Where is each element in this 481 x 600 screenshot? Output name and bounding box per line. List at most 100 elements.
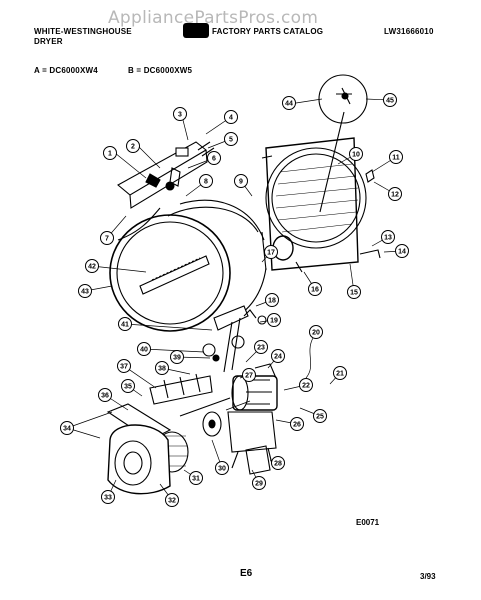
callout-23: 23 — [254, 340, 268, 354]
svg-text:27: 27 — [245, 373, 253, 380]
svg-text:35: 35 — [124, 384, 132, 391]
svg-text:25: 25 — [316, 414, 324, 421]
svg-text:24: 24 — [274, 354, 282, 361]
svg-text:10: 10 — [352, 152, 360, 159]
svg-text:15: 15 — [350, 290, 358, 297]
svg-text:17: 17 — [267, 250, 275, 257]
callout-31: 31 — [189, 471, 203, 485]
motor — [227, 363, 278, 469]
callout-22: 22 — [299, 378, 313, 392]
svg-text:4: 4 — [229, 115, 233, 122]
svg-text:45: 45 — [386, 98, 394, 105]
svg-text:23: 23 — [257, 345, 265, 352]
callout-40: 40 — [137, 342, 151, 356]
callout-45: 45 — [383, 93, 397, 107]
svg-text:3: 3 — [178, 112, 182, 119]
svg-text:2: 2 — [131, 144, 135, 151]
callout-1: 1 — [103, 146, 117, 160]
model-b: B = DC6000XW5 — [128, 66, 193, 75]
svg-text:20: 20 — [312, 330, 320, 337]
callout-16: 16 — [308, 282, 322, 296]
callout-36: 36 — [98, 388, 112, 402]
svg-text:43: 43 — [81, 289, 89, 296]
brand-line: WHITE-WESTINGHOUSE — [34, 27, 132, 36]
svg-text:37: 37 — [120, 364, 128, 371]
drawing-code: E0071 — [356, 518, 380, 527]
catalog-title: FACTORY PARTS CATALOG — [212, 27, 324, 36]
svg-text:18: 18 — [268, 298, 276, 305]
callout-13: 13 — [381, 230, 395, 244]
svg-text:9: 9 — [239, 179, 243, 186]
callout-7: 7 — [100, 231, 114, 245]
callout-17: 17 — [264, 245, 278, 259]
svg-text:32: 32 — [168, 498, 176, 505]
svg-text:12: 12 — [391, 192, 399, 199]
callout-11: 11 — [389, 150, 403, 164]
svg-text:11: 11 — [392, 155, 400, 162]
callout-38: 38 — [155, 361, 169, 375]
page-number: E6 — [240, 568, 253, 579]
revision-date: 3/93 — [420, 572, 436, 581]
callout-10: 10 — [349, 147, 363, 161]
callout-14: 14 — [395, 244, 409, 258]
svg-text:5: 5 — [229, 137, 233, 144]
svg-text:30: 30 — [218, 466, 226, 473]
callout-2: 2 — [126, 139, 140, 153]
blower-housing — [106, 373, 213, 495]
svg-text:22: 22 — [302, 383, 310, 390]
callout-6: 6 — [207, 151, 221, 165]
callout-28: 28 — [271, 456, 285, 470]
callout-8: 8 — [199, 174, 213, 188]
svg-text:7: 7 — [105, 236, 109, 243]
svg-text:21: 21 — [336, 371, 344, 378]
callout-24: 24 — [271, 349, 285, 363]
svg-text:19: 19 — [270, 318, 278, 325]
svg-text:26: 26 — [293, 422, 301, 429]
section-title: DRYER — [34, 37, 63, 46]
drum — [109, 199, 267, 332]
model-a: A = DC6000XW4 — [34, 66, 98, 75]
callout-35: 35 — [121, 379, 135, 393]
svg-text:6: 6 — [212, 156, 216, 163]
callout-26: 26 — [290, 417, 304, 431]
svg-text:34: 34 — [63, 426, 71, 433]
callout-20: 20 — [309, 325, 323, 339]
watermark: AppliancePartsPros.com — [108, 8, 319, 28]
svg-text:16: 16 — [311, 287, 319, 294]
callout-29: 29 — [252, 476, 266, 490]
callout-44: 44 — [282, 96, 296, 110]
svg-text:38: 38 — [158, 366, 166, 373]
callout-30: 30 — [215, 461, 229, 475]
svg-text:42: 42 — [88, 264, 96, 271]
svg-text:41: 41 — [121, 322, 129, 329]
svg-text:31: 31 — [192, 476, 200, 483]
callout-18: 18 — [265, 293, 279, 307]
callout-41: 41 — [118, 317, 132, 331]
callout-39: 39 — [170, 350, 184, 364]
callout-3: 3 — [173, 107, 187, 121]
callout-25: 25 — [313, 409, 327, 423]
brand-logo — [183, 23, 209, 38]
callout-27: 27 — [242, 368, 256, 382]
callout-37: 37 — [117, 359, 131, 373]
callout-12: 12 — [388, 187, 402, 201]
callout-42: 42 — [85, 259, 99, 273]
callout-4: 4 — [224, 110, 238, 124]
control-bracket — [117, 141, 215, 209]
svg-text:28: 28 — [274, 461, 282, 468]
callout-33: 33 — [101, 490, 115, 504]
svg-text:14: 14 — [398, 249, 406, 256]
idler-assembly — [202, 305, 267, 373]
callout-5: 5 — [224, 132, 238, 146]
callout-43: 43 — [78, 284, 92, 298]
svg-text:8: 8 — [204, 179, 208, 186]
svg-text:29: 29 — [255, 481, 263, 488]
callout-32: 32 — [165, 493, 179, 507]
callout-9: 9 — [234, 174, 248, 188]
svg-text:40: 40 — [140, 347, 148, 354]
callout-19: 19 — [267, 313, 281, 327]
rear-bulkhead — [261, 111, 367, 271]
svg-text:39: 39 — [173, 355, 181, 362]
callout-34: 34 — [60, 421, 74, 435]
